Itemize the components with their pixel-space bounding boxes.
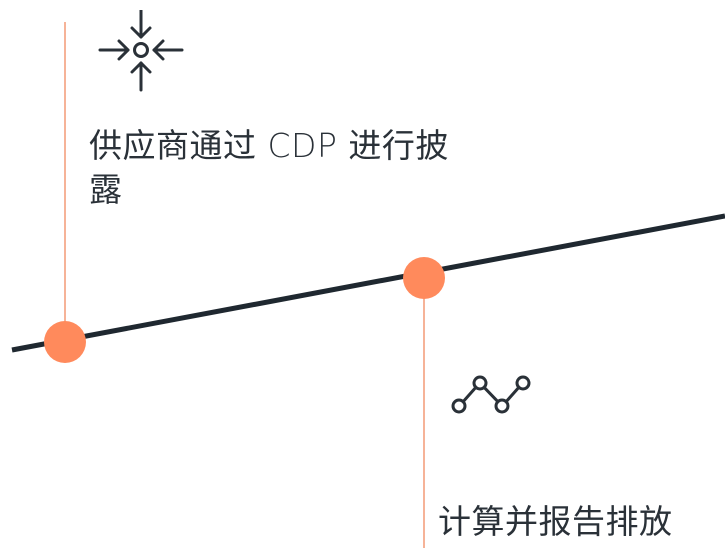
waypoints-icon [451,375,531,414]
milestone-marker-2 [403,257,445,299]
milestone-marker-1 [44,321,86,363]
converge-arrows-icon [98,10,184,92]
milestone-label-1: 供应商通过 CDP 进行披露 [89,126,449,209]
timeline-line [11,213,725,353]
milestone-label-2: 计算并报告排放 [438,502,673,541]
